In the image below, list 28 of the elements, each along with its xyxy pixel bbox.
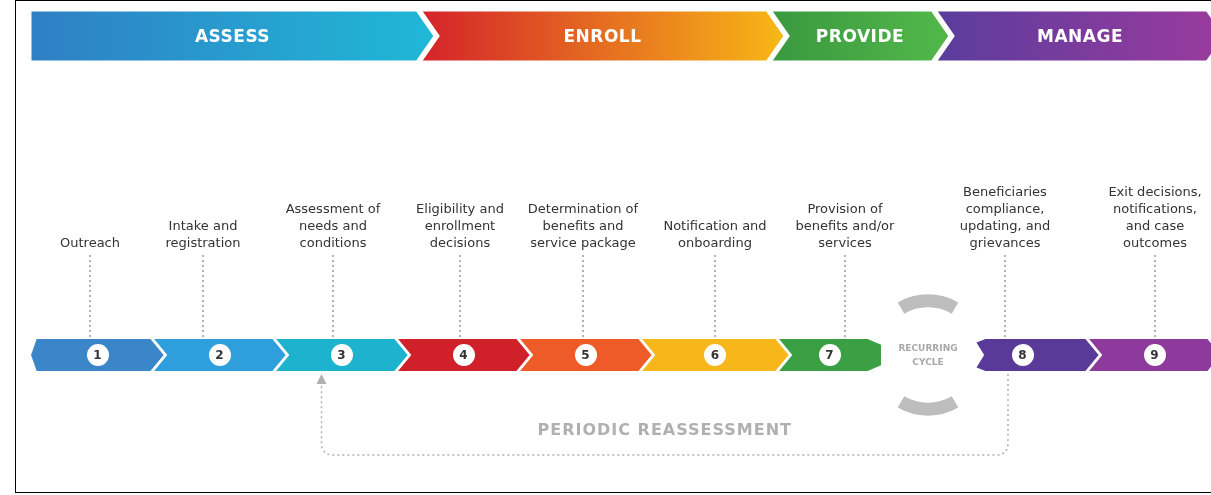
step-band xyxy=(777,338,882,372)
reassessment-arrow xyxy=(316,373,1009,456)
step-label: Intake and registration xyxy=(147,218,259,252)
step-label: Assessment of needs and conditions xyxy=(277,201,389,252)
leader-line xyxy=(714,254,716,339)
step-label: Provision of benefits and/or services xyxy=(789,201,901,252)
leader-line xyxy=(844,254,846,339)
leader-line xyxy=(202,254,204,339)
leader-line xyxy=(89,254,91,339)
leader-line xyxy=(582,254,584,339)
phase-band: MANAGE xyxy=(935,10,1211,62)
step-band xyxy=(975,338,1100,372)
leader-line xyxy=(1154,254,1156,339)
step-label: Determination of benefits and service package xyxy=(527,201,639,252)
step-band xyxy=(640,338,790,372)
step-label: Eligibility and enrollment decisions xyxy=(404,201,516,252)
phase-band: ASSESS xyxy=(30,10,435,62)
step-label: Notification and onboarding xyxy=(659,218,771,252)
step-label: Outreach xyxy=(34,235,146,252)
step-label: Exit decisions, notifications, and case outcomes xyxy=(1099,184,1211,252)
leader-line xyxy=(332,254,334,339)
step-band xyxy=(30,338,165,372)
phase-band: PROVIDE xyxy=(770,10,950,62)
step-band xyxy=(1087,338,1211,372)
step-label: Beneficiaries compliance, updating, and grievances xyxy=(949,184,1061,252)
cycle-label: RECURRING CYCLE xyxy=(897,342,959,369)
leader-line xyxy=(1004,254,1006,339)
leader-line xyxy=(459,254,461,339)
